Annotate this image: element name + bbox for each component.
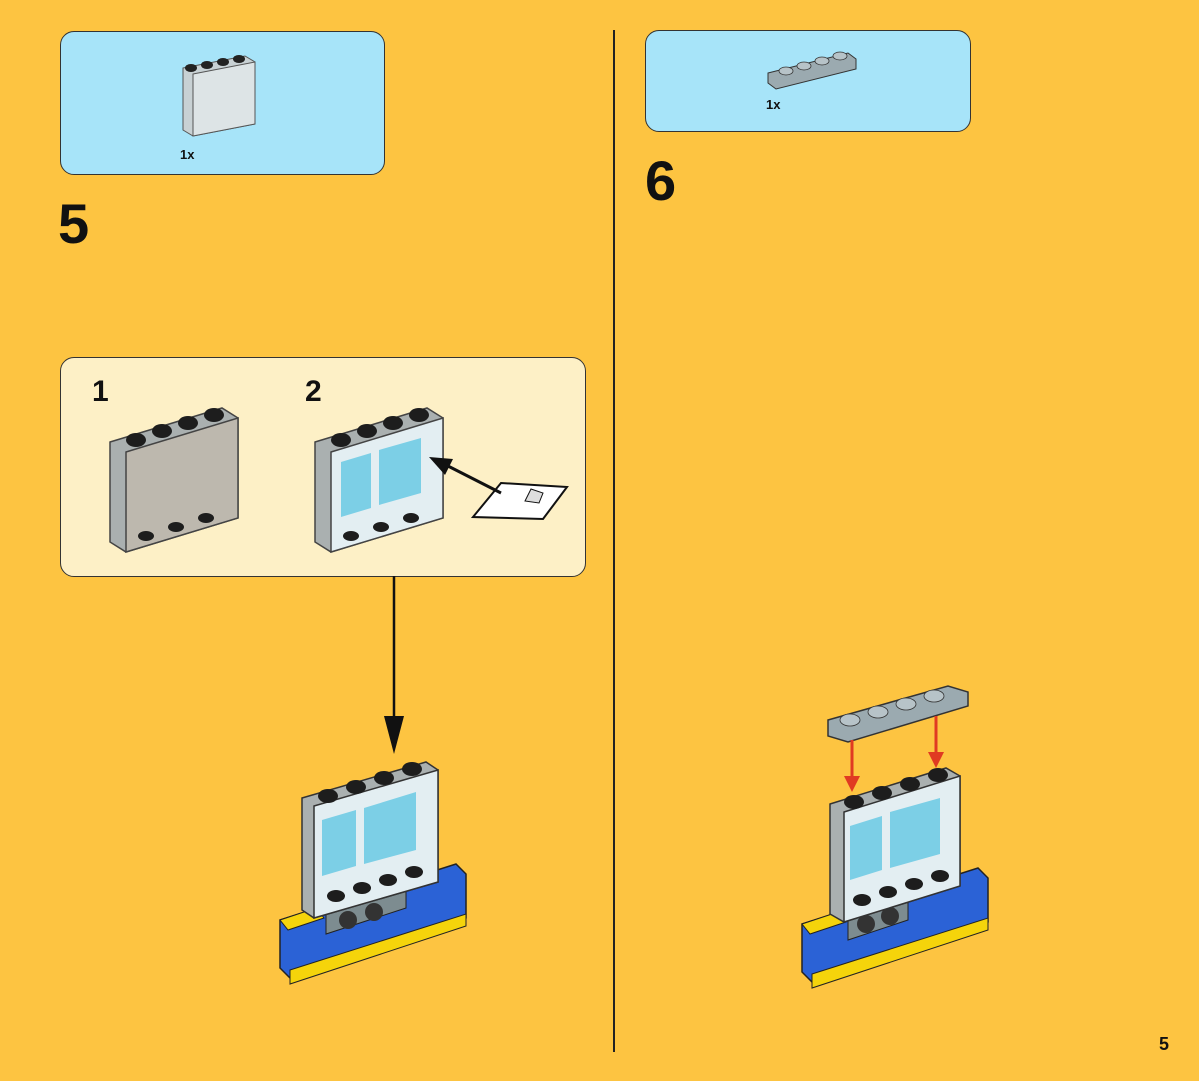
page-divider <box>613 30 615 1052</box>
parts-callout-step-5: 1x <box>60 31 385 175</box>
parts-callout-step-6: 1x <box>645 30 971 132</box>
sub-step-number: 1 <box>92 375 109 408</box>
red-arrow-down-icon <box>844 716 944 792</box>
model-step-5 <box>279 761 467 985</box>
sub-step-number: 2 <box>305 375 322 408</box>
panel-image <box>109 407 239 554</box>
panel-part-image <box>182 55 256 137</box>
step-number: 6 <box>645 149 677 212</box>
plate-part-image <box>767 51 857 90</box>
sticker-icon <box>429 457 569 521</box>
arrow-left-icon <box>445 463 502 495</box>
part-quantity: 1x <box>180 147 195 162</box>
arrow-down-icon <box>384 576 404 754</box>
model-step-6 <box>801 685 989 989</box>
step-number: 5 <box>58 192 90 255</box>
sub-assembly-box: 1 2 <box>60 357 586 577</box>
part-quantity: 1x <box>766 97 781 112</box>
panel-with-sticker-image <box>314 407 444 554</box>
page-number: 5 <box>1158 1034 1169 1054</box>
